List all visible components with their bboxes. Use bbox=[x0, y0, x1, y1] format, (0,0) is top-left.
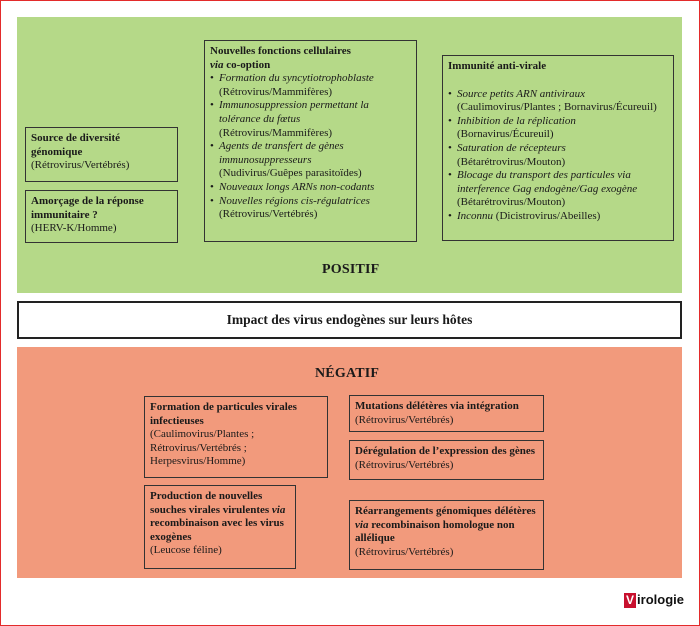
box-title: Immunité anti-virale bbox=[448, 60, 547, 72]
box-genomic-diversity: Source de diversité génomique (Rétroviru… bbox=[25, 127, 178, 182]
logo-text: irologie bbox=[637, 592, 684, 607]
box-title: Production de nouvelles souches virales … bbox=[150, 490, 270, 516]
box-cooption: Nouvelles fonctions cellulaires via co-o… bbox=[204, 40, 417, 242]
antiviral-list: Source petits ARN antiviraux(Caulimoviru… bbox=[448, 88, 668, 224]
box-title: Nouvelles fonctions cellulaires bbox=[210, 45, 351, 57]
box-detail: (Rétrovirus/Vertébrés) bbox=[355, 545, 454, 558]
box-gene-dysregulation: Dérégulation de l’expression des gènes (… bbox=[349, 440, 544, 480]
list-item: Saturation de récepteurs(Bétarétrovirus/… bbox=[448, 142, 668, 169]
box-title: Amorçage de la réponse immunitaire ? bbox=[31, 195, 144, 221]
list-item: Inconnu (Dicistrovirus/Abeilles) bbox=[448, 210, 668, 224]
impact-title: Impact des virus endogènes sur leurs hôt… bbox=[17, 301, 682, 339]
box-title-rest: recombinaison avec les virus exogènes bbox=[150, 517, 284, 543]
via-word: via bbox=[210, 58, 224, 71]
logo-initial: V bbox=[624, 593, 637, 608]
box-detail: (Rétrovirus/Vertébrés) bbox=[355, 413, 454, 426]
box-immune-priming: Amorçage de la réponse immunitaire ? (HE… bbox=[25, 190, 178, 243]
box-detail: (Leucose féline) bbox=[150, 544, 222, 557]
positive-label: POSITIF bbox=[322, 262, 380, 277]
box-genomic-rearrangements: Réarrangements génomiques délétères via … bbox=[349, 500, 544, 570]
list-item: Immunosuppression permettant la toléranc… bbox=[210, 99, 411, 140]
negative-label: NÉGATIF bbox=[315, 366, 380, 381]
list-item: Nouvelles régions cis-régulatrices(Rétro… bbox=[210, 195, 411, 222]
list-item: Nouveaux longs ARNs non-codants bbox=[210, 181, 411, 195]
cooption-list: Formation du syncytiotrophoblaste(Rétrov… bbox=[210, 72, 411, 222]
box-antiviral-immunity: Immunité anti-virale Source petits ARN a… bbox=[442, 55, 674, 241]
list-item: Inhibition de la réplication(Bornavirus/… bbox=[448, 115, 668, 142]
box-detail: (Caulimovirus/Plantes ; Rétrovirus/Verté… bbox=[150, 428, 255, 468]
box-title: Dérégulation de l’expression des gènes bbox=[355, 445, 536, 457]
list-item: Source petits ARN antiviraux(Caulimoviru… bbox=[448, 88, 668, 115]
box-detail: (Rétrovirus/Vertébrés) bbox=[31, 159, 130, 172]
box-deleterious-mutations: Mutations délétères via intégration (Rét… bbox=[349, 395, 544, 432]
list-item: Formation du syncytiotrophoblaste(Rétrov… bbox=[210, 72, 411, 99]
box-virulent-strains: Production de nouvelles souches virales … bbox=[144, 485, 296, 569]
list-item: Blocage du transport des particules via … bbox=[448, 169, 668, 210]
box-detail: (HERV-K/Homme) bbox=[31, 222, 117, 235]
list-item: Agents de transfert de gènes immunosuppr… bbox=[210, 140, 411, 181]
box-title-rest: co-option bbox=[226, 58, 271, 71]
box-title: Mutations délétères via intégration bbox=[355, 400, 519, 412]
box-title: Réarrangements génomiques délétères bbox=[355, 505, 536, 517]
box-detail: (Rétrovirus/Vertébrés) bbox=[355, 458, 454, 471]
box-infectious-particles: Formation de particules virales infectie… bbox=[144, 396, 328, 478]
via-word: via bbox=[355, 518, 369, 531]
box-title-rest: recombinaison homologue non allélique bbox=[355, 518, 515, 545]
box-title: Source de diversité génomique bbox=[31, 132, 121, 158]
box-title: Formation de particules virales infectie… bbox=[150, 401, 297, 427]
via-word: via bbox=[271, 503, 286, 516]
